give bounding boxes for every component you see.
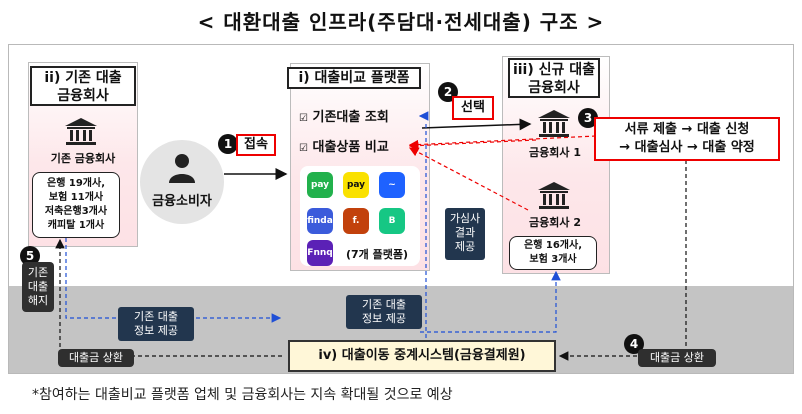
- platform-item-label: 대출상품 비교: [312, 140, 389, 155]
- platform-item-compare: ☑ 대출상품 비교: [299, 136, 389, 155]
- step-2-label: 선택: [452, 96, 494, 120]
- info-arrow-left: [65, 238, 282, 323]
- apply-flow-arrow: [408, 135, 597, 150]
- step-5-line: 기존: [27, 266, 49, 279]
- count-line: 보험 11개사: [48, 192, 104, 203]
- new-lender-counts: 은행 16개사, 보험 3개사: [509, 236, 597, 270]
- consumer-label: 금융소비자: [152, 194, 212, 209]
- platform-app-logo-icon: pay: [343, 172, 369, 198]
- new-bank-1-label: 금융회사 1: [529, 146, 581, 159]
- count-line: 저축은행3개사: [44, 206, 108, 217]
- platform-app-logo-icon: ~: [379, 172, 405, 198]
- info-label-right: 기존 대출 정보 제공: [346, 295, 422, 329]
- step-4-label: 대출금 상환: [638, 349, 716, 367]
- existing-lender-counts: 은행 19개사, 보험 11개사 저축은행3개사 캐피탈 1개사: [32, 172, 120, 238]
- platform-item-existing-loan: ☑ 기존대출 조회: [299, 106, 389, 125]
- count-line: 보험 3개사: [529, 254, 577, 265]
- platform-app-logo-icon: f.: [343, 208, 369, 234]
- info-line: 정보 제공: [362, 312, 406, 325]
- step-3-line: → 대출심사 → 대출 약정: [619, 140, 755, 155]
- apps-caption: (7개 플랫폼): [346, 248, 409, 261]
- step-1-badge: 1: [218, 134, 238, 154]
- existing-lender-header-line: ii) 기존 대출: [44, 70, 122, 86]
- info-line: 기존 대출: [134, 310, 178, 323]
- step-5-badge: 5: [20, 246, 40, 266]
- step-5-label: 기존 대출 해지: [22, 262, 54, 312]
- repay-label-left: 대출금 상환: [58, 349, 134, 367]
- existing-bank-label: 기존 금융회사: [50, 152, 116, 165]
- person-icon: [169, 154, 195, 183]
- bank-icon: [538, 182, 570, 209]
- page-title: < 대환대출 인프라(주담대·전세대출) 구조 >: [197, 10, 605, 34]
- footnote: *참여하는 대출비교 플랫폼 업체 및 금융회사는 지속 확대될 것으로 예상: [32, 387, 453, 403]
- step-3-line: 서류 제출 → 대출 신청: [624, 122, 750, 137]
- platform-app-logo-icon: B: [379, 208, 405, 234]
- bank-icon: [538, 110, 570, 137]
- info-line: 정보 제공: [134, 324, 178, 337]
- repay-arrow-left: [55, 238, 282, 357]
- review-line: 제공: [454, 240, 476, 253]
- checkbox-icon: ☑: [299, 143, 308, 154]
- existing-lender-header-line: 금융회사: [57, 88, 109, 104]
- checkbox-icon: ☑: [299, 113, 308, 124]
- review-line: 결과: [454, 226, 476, 239]
- platform-app-logo-icon: pay: [307, 172, 333, 198]
- review-result-label: 가심사 결과 제공: [445, 208, 485, 260]
- relay-system-box: iv) 대출이동 중계시스템(금융결제원): [288, 340, 556, 372]
- review-line: 가심사: [449, 212, 481, 225]
- info-label-left: 기존 대출 정보 제공: [118, 307, 194, 341]
- platform-app-logo-icon: Fnnq: [307, 240, 333, 266]
- count-line: 캐피탈 1개사: [47, 220, 105, 231]
- review-arrow-bank1: [408, 139, 537, 151]
- existing-lender-header: ii) 기존 대출 금융회사: [30, 66, 136, 106]
- info-arrow-new-lender: [420, 270, 561, 333]
- loan-platform-header: i) 대출비교 플랫폼: [287, 67, 421, 89]
- step-3-process: 서류 제출 → 대출 신청 → 대출심사 → 대출 약정: [594, 117, 780, 161]
- new-bank-2-label: 금융회사 2: [529, 216, 581, 229]
- select-arrow: [421, 118, 532, 131]
- review-arrow-bank2: [408, 147, 529, 211]
- count-line: 은행 16개사,: [524, 240, 582, 251]
- new-lender-header-line: iii) 신규 대출: [512, 62, 596, 78]
- count-line: 은행 19개사,: [47, 178, 105, 189]
- bank-icon: [65, 118, 97, 145]
- step-3-badge: 3: [578, 108, 598, 128]
- platform-app-logo-icon: finda: [307, 208, 333, 234]
- new-lender-header: iii) 신규 대출 금융회사: [508, 58, 600, 98]
- platform-item-label: 기존대출 조회: [312, 110, 389, 125]
- step-1-label: 접속: [236, 134, 276, 156]
- repay-arrow-right: [558, 160, 687, 361]
- info-line: 기존 대출: [362, 298, 406, 311]
- step-5-line: 해지: [27, 294, 49, 307]
- diagram-frame: [8, 44, 794, 374]
- step-5-line: 대출: [27, 280, 49, 293]
- new-lender-header-line: 금융회사: [528, 80, 580, 96]
